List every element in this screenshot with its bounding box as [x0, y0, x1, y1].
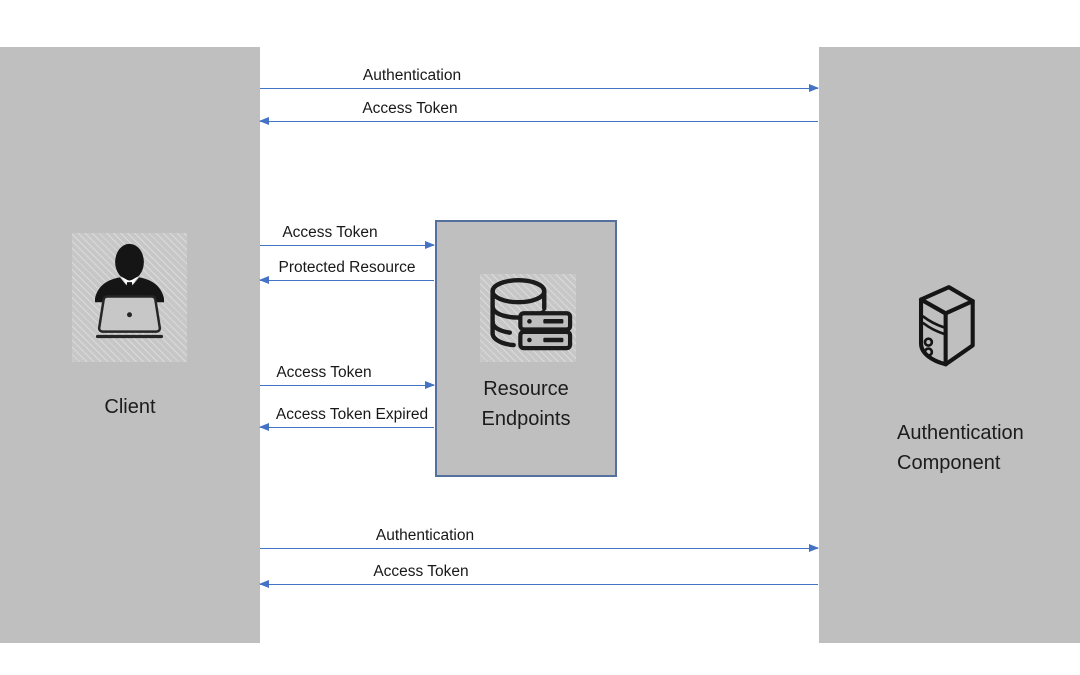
- auth-label-line2: Component: [897, 452, 1001, 474]
- person-at-laptop-icon: [72, 233, 187, 362]
- arrowhead-left-icon: [259, 422, 269, 431]
- database-server-icon: [480, 274, 576, 362]
- resource-icon-backdrop: [480, 274, 576, 362]
- client-icon-backdrop: [72, 233, 187, 362]
- arrow-access-token-mid1: Access Token: [260, 224, 435, 249]
- arrow-protected-resource: Protected Resource: [259, 259, 434, 284]
- arrow-label: Protected Resource: [278, 259, 416, 276]
- client-node-label: Client: [104, 396, 156, 418]
- arrowhead-left-icon: [259, 275, 269, 284]
- arrow-label: Authentication: [375, 527, 475, 544]
- arrow-label: Access Token: [362, 100, 458, 117]
- resource-endpoints-box: Resource Endpoints: [435, 220, 617, 477]
- resource-endpoints-label: Resource Endpoints: [437, 374, 615, 434]
- arrow-authentication-top: Authentication: [260, 67, 819, 92]
- arrow-label: Access Token: [276, 364, 372, 381]
- arrowhead-right-icon: [809, 83, 819, 92]
- authentication-component-label: Authentication Component: [897, 418, 1080, 478]
- arrow-access-token-bottom: Access Token: [259, 563, 818, 588]
- auth-label-line1: Authentication: [897, 422, 1024, 444]
- resource-label-line2: Endpoints: [481, 408, 571, 430]
- arrow-label: Access Token Expired: [275, 406, 429, 423]
- arrowhead-right-icon: [809, 543, 819, 552]
- arrow-access-token-mid2: Access Token: [260, 364, 435, 389]
- server-tower-icon: [903, 268, 985, 390]
- arrow-label: Authentication: [362, 67, 462, 84]
- arrow-access-token-expired: Access Token Expired: [259, 406, 434, 431]
- arrowhead-right-icon: [425, 240, 435, 249]
- arrowhead-left-icon: [259, 579, 269, 588]
- arrowhead-right-icon: [425, 380, 435, 389]
- arrow-access-token-top: Access Token: [259, 100, 818, 125]
- authentication-component-panel: [819, 47, 1080, 643]
- arrow-label: Access Token: [282, 224, 378, 241]
- arrowhead-left-icon: [259, 116, 269, 125]
- arrow-authentication-bottom: Authentication: [260, 527, 819, 552]
- resource-label-line1: Resource: [483, 378, 569, 400]
- arrow-label: Access Token: [373, 563, 469, 580]
